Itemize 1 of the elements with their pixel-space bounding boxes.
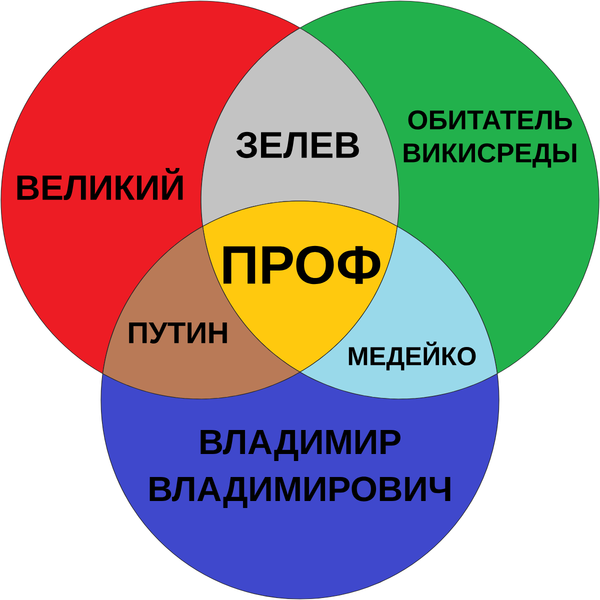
overlap-region: ЗЕЛЕВ xyxy=(200,28,400,227)
